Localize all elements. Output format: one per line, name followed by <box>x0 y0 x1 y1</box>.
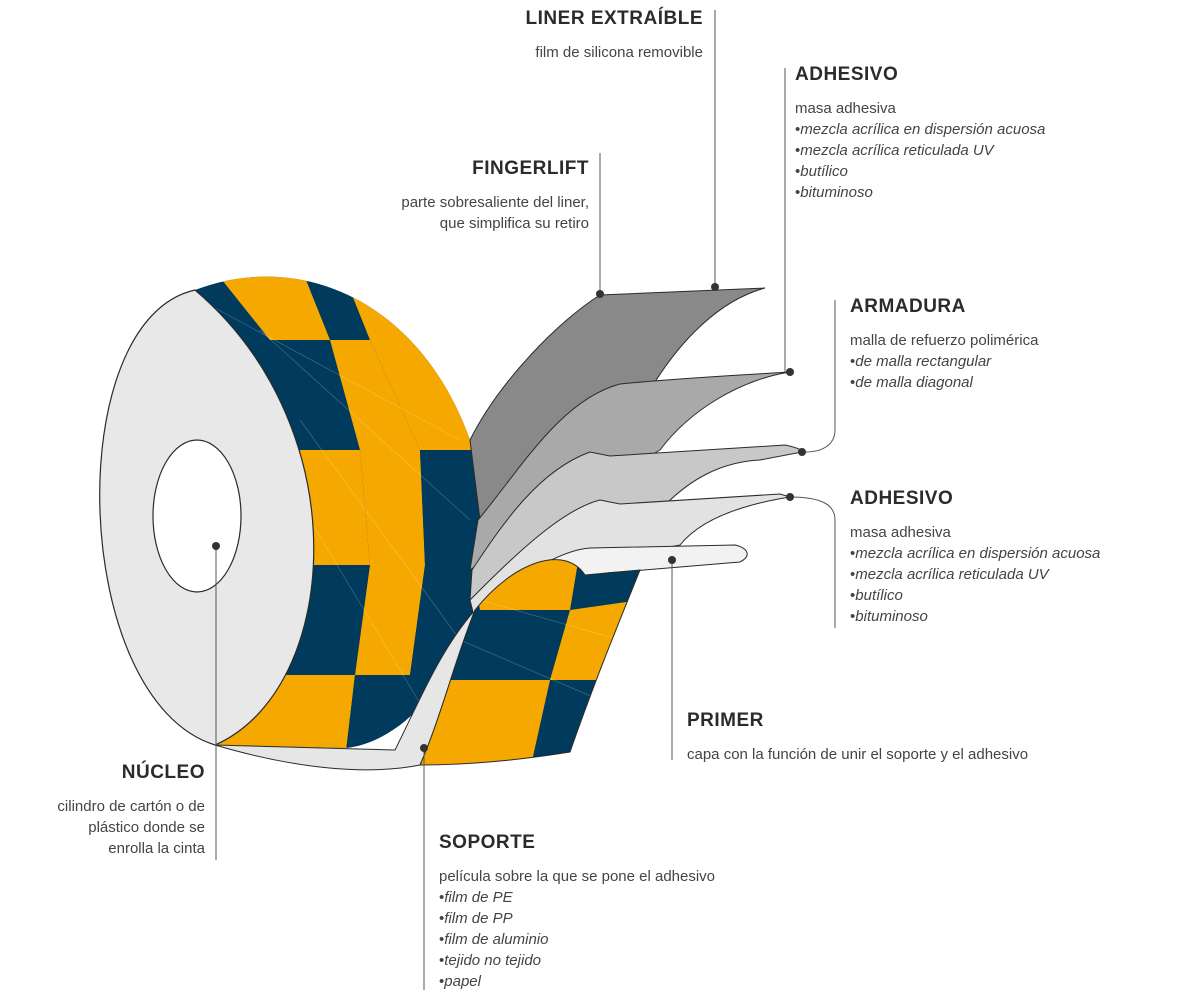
label-fingerlift-desc-1: parte sobresaliente del liner, <box>401 194 589 211</box>
list-item: film de PP <box>439 908 715 929</box>
callout-dots <box>212 283 806 752</box>
list-item: de malla rectangular <box>850 351 1038 372</box>
label-adhesivo-top: ADHESIVO masa adhesiva mezcla acrílica e… <box>795 64 1045 203</box>
list-item: de malla diagonal <box>850 372 1038 393</box>
label-nucleo-desc-3: enrolla la cinta <box>108 840 205 857</box>
label-fingerlift: FINGERLIFT parte sobresaliente del liner… <box>401 158 589 234</box>
label-nucleo-title: NÚCLEO <box>121 762 205 783</box>
label-armadura: ARMADURA malla de refuerzo polimérica de… <box>850 296 1038 393</box>
list-item: bituminoso <box>795 182 1045 203</box>
label-nucleo-desc-2: plástico donde se <box>88 819 205 836</box>
label-adhesivo-bottom: ADHESIVO masa adhesiva mezcla acrílica e… <box>850 488 1100 627</box>
list-item: bituminoso <box>850 606 1100 627</box>
callout-lines <box>215 10 836 990</box>
label-armadura-title: ARMADURA <box>850 296 966 317</box>
soporte-outline <box>419 559 641 766</box>
list-item: papel <box>439 971 715 992</box>
list-item: mezcla acrílica en dispersión acuosa <box>850 543 1100 564</box>
label-primer: PRIMER capa con la función de unir el so… <box>687 710 1028 765</box>
label-primer-desc: capa con la función de unir el soporte y… <box>687 746 1029 763</box>
label-adhesivo-top-title: ADHESIVO <box>795 64 899 85</box>
label-soporte-list: film de PE film de PP film de aluminio t… <box>439 887 715 992</box>
label-soporte-desc: película sobre la que se pone el adhesiv… <box>439 868 716 885</box>
label-soporte: SOPORTE película sobre la que se pone el… <box>439 832 715 992</box>
list-item: butílico <box>795 161 1045 182</box>
list-item: mezcla acrílica en dispersión acuosa <box>795 119 1045 140</box>
list-item: butílico <box>850 585 1100 606</box>
label-soporte-title: SOPORTE <box>439 832 536 853</box>
list-item: film de PE <box>439 887 715 908</box>
label-liner-desc: film de silicona removible <box>535 44 703 61</box>
label-fingerlift-desc-2: que simplifica su retiro <box>439 215 589 232</box>
list-item: tejido no tejido <box>439 950 715 971</box>
label-fingerlift-title: FINGERLIFT <box>472 158 589 179</box>
label-primer-title: PRIMER <box>687 710 764 731</box>
label-armadura-list: de malla rectangular de malla diagonal <box>850 351 1038 393</box>
label-armadura-desc: malla de refuerzo polimérica <box>850 332 1039 349</box>
label-nucleo: NÚCLEO cilindro de cartón o de plástico … <box>57 762 205 859</box>
list-item: film de aluminio <box>439 929 715 950</box>
label-adhesivo-top-list: mezcla acrílica en dispersión acuosa mez… <box>795 119 1045 203</box>
label-adhesivo-bottom-title: ADHESIVO <box>850 488 954 509</box>
label-liner-title: LINER EXTRAÍBLE <box>525 8 703 29</box>
label-liner: LINER EXTRAÍBLE film de silicona removib… <box>526 8 703 63</box>
label-nucleo-desc-1: cilindro de cartón o de <box>57 798 205 815</box>
label-adhesivo-bottom-desc: masa adhesiva <box>850 524 951 541</box>
core-hole <box>152 439 242 593</box>
label-adhesivo-top-desc: masa adhesiva <box>795 100 896 117</box>
list-item: mezcla acrílica reticulada UV <box>850 564 1100 585</box>
label-adhesivo-bottom-list: mezcla acrílica en dispersión acuosa mez… <box>850 543 1100 627</box>
list-item: mezcla acrílica reticulada UV <box>795 140 1045 161</box>
